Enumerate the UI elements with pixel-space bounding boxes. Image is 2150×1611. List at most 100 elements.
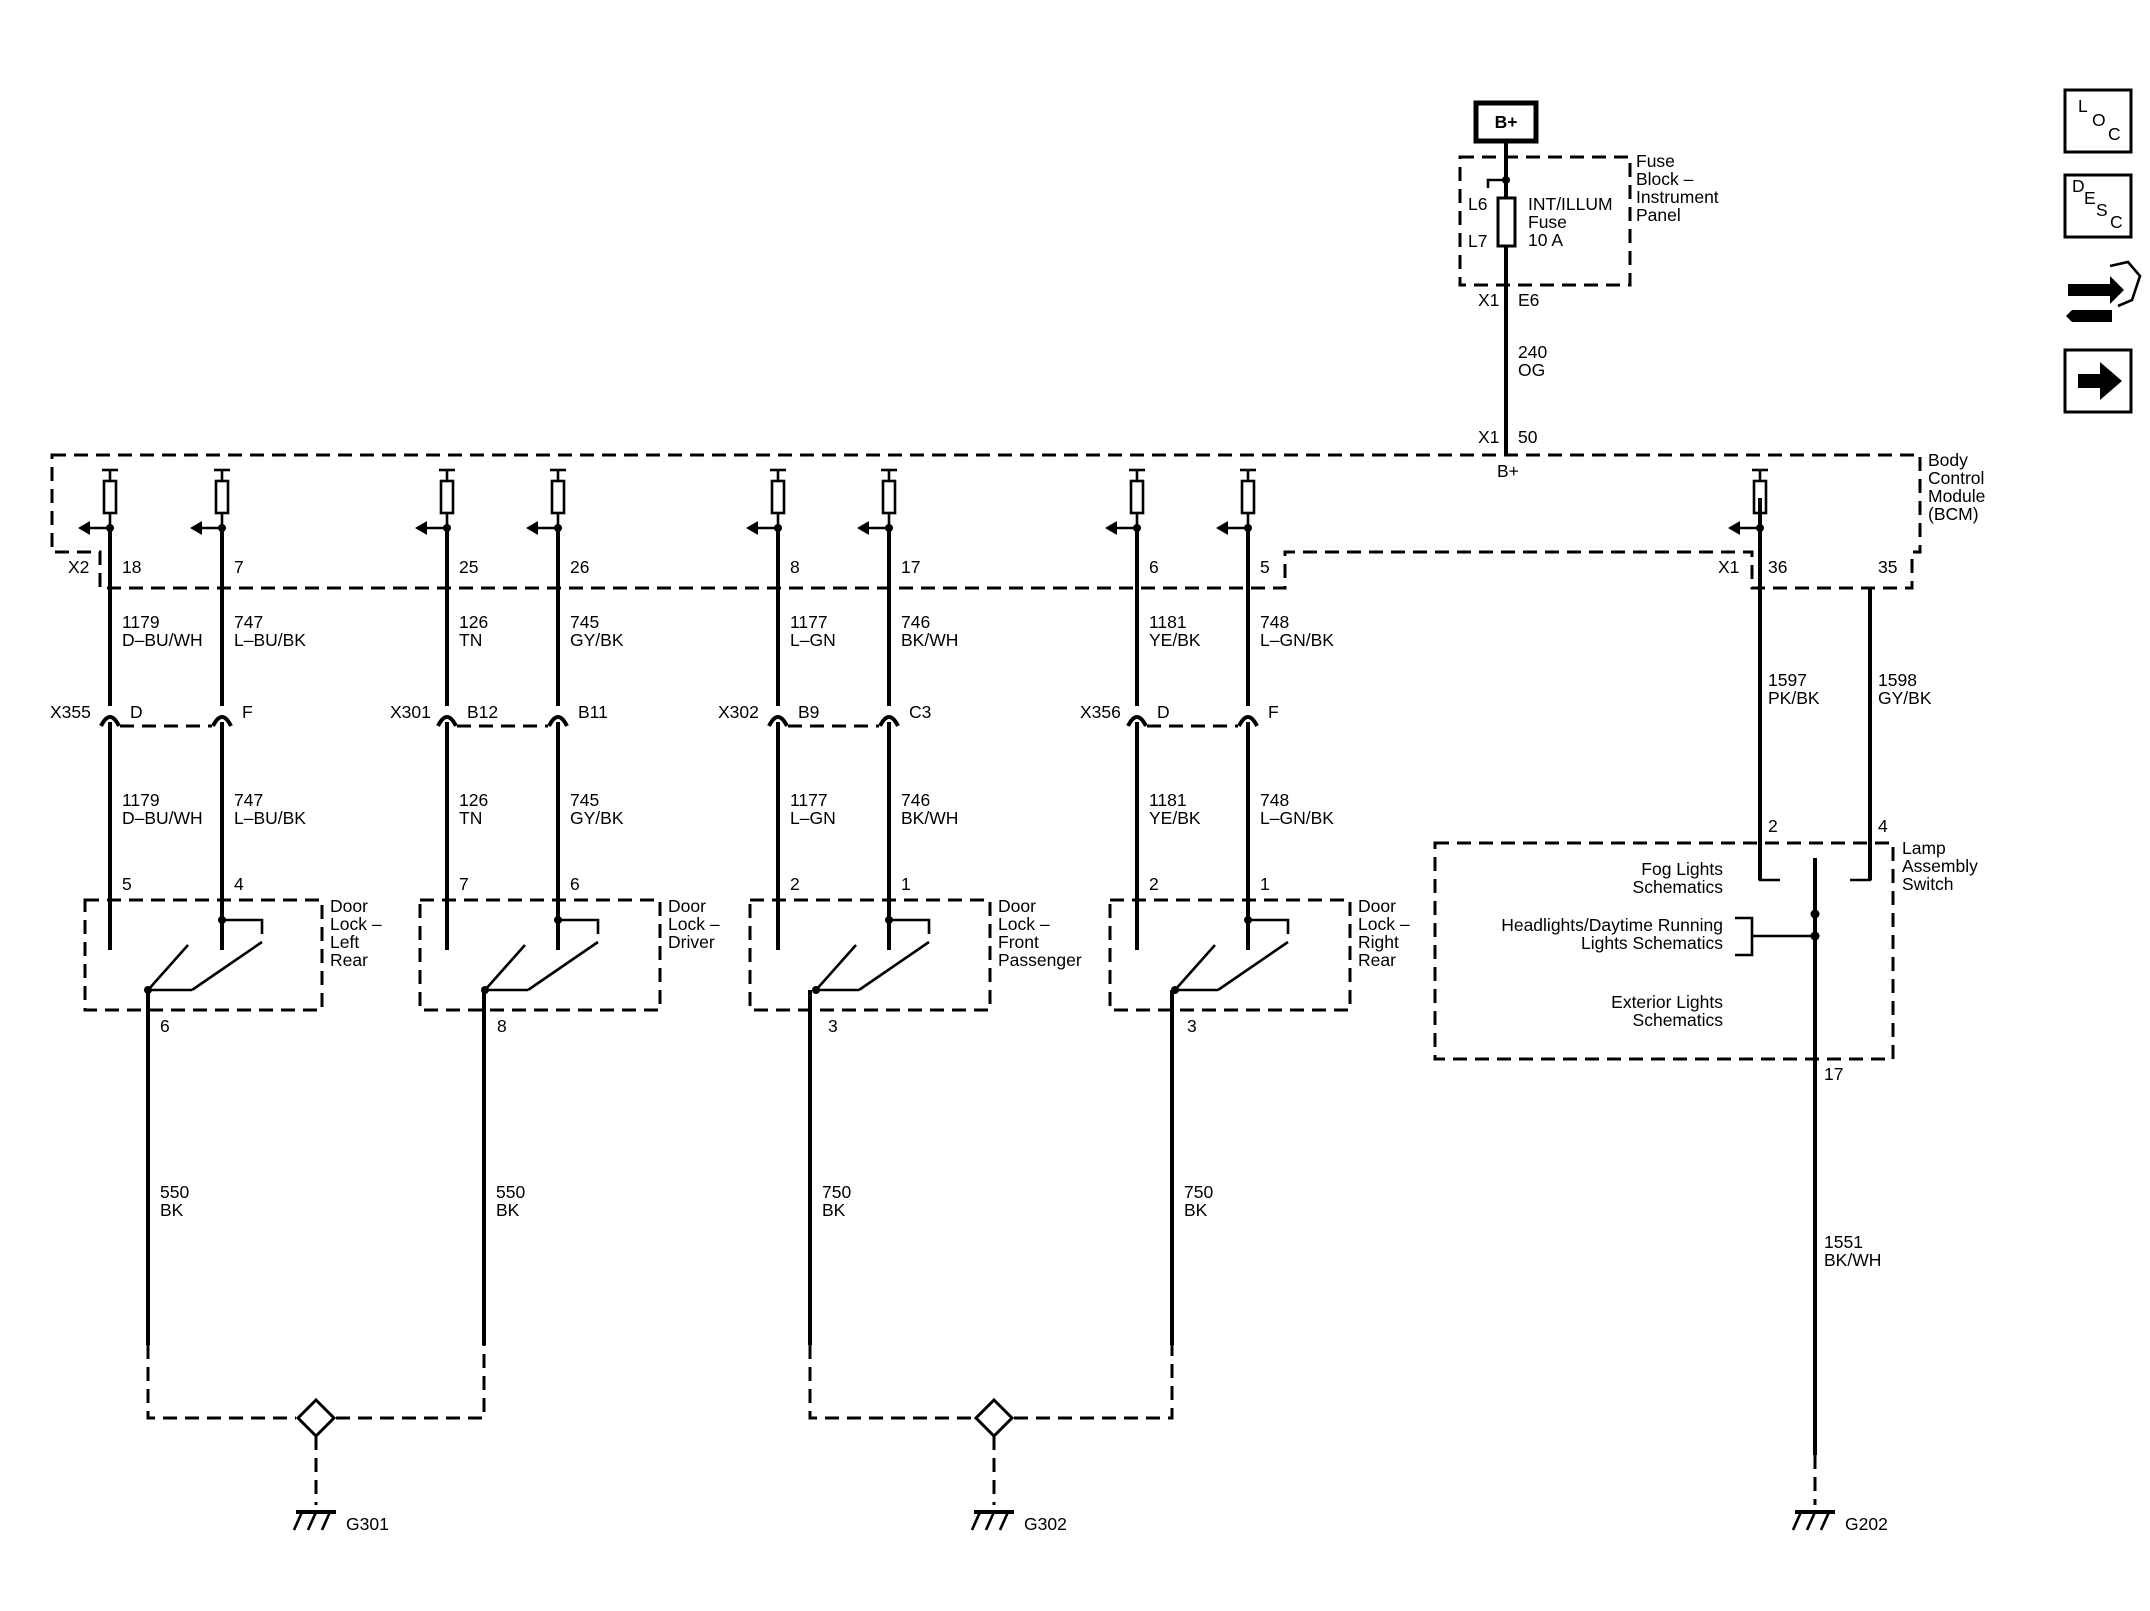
door-switch-label: Rear: [330, 950, 368, 970]
lamp-wire-1-bcm-pin: 36: [1768, 557, 1787, 577]
wire-circuit-upper: 745: [570, 612, 599, 632]
ground-label: G302: [1024, 1514, 1067, 1534]
door-switch-label: Door: [1358, 896, 1396, 916]
ground-splice: [808, 1345, 1174, 1505]
fuse-label-2: Fuse: [1528, 212, 1567, 232]
bcm-driver: [526, 468, 566, 535]
bcm-in-pin: 50: [1518, 427, 1538, 447]
bcm-bplus-label: B+: [1497, 461, 1519, 481]
bcm-pin-label: 7: [234, 557, 244, 577]
lamp-switch-label-2: Assembly: [1902, 856, 1978, 876]
ground-symbol-icon: G202: [1791, 1510, 1888, 1534]
wire-color-lower: L–BU/BK: [234, 808, 306, 828]
inline-pin-label: C3: [909, 702, 931, 722]
inline-pin-label: D: [1157, 702, 1170, 722]
ground-wire-circuit: 750: [822, 1182, 851, 1202]
door-switch-label: Left: [330, 932, 359, 952]
bcm-driver: [746, 468, 786, 535]
wire-color-lower: D–BU/WH: [122, 808, 203, 828]
description-button[interactable]: D E S C: [2063, 173, 2133, 239]
inline-pin-label: F: [242, 702, 253, 722]
inline-pin-label: B9: [798, 702, 819, 722]
ground-label: G202: [1845, 1514, 1888, 1534]
lamp-switch-label-3: Switch: [1902, 874, 1954, 894]
wire-color-upper: L–GN/BK: [1260, 630, 1334, 650]
exterior-ref-2: Schematics: [1633, 1010, 1724, 1030]
ground-splice: [146, 1345, 486, 1505]
inline-connector-x302: X302: [718, 702, 759, 722]
wire-color-upper: D–BU/WH: [122, 630, 203, 650]
lamp-wire-1-circuit: 1597: [1768, 670, 1807, 690]
wire-color-lower: YE/BK: [1149, 808, 1201, 828]
switch-pin-label: 6: [570, 874, 580, 894]
wire-color-lower: L–GN/BK: [1260, 808, 1334, 828]
fuse-label-3: 10 A: [1528, 230, 1563, 250]
fuse-icon: [1496, 196, 1517, 248]
inline-connector-x356: X356: [1080, 702, 1121, 722]
lamp-wire-2-color: GY/BK: [1878, 688, 1932, 708]
bcm-pin-label: 17: [901, 557, 920, 577]
wire-color-upper: L–BU/BK: [234, 630, 306, 650]
feed-wire-color: OG: [1518, 360, 1545, 380]
lamp-ground-wire-circuit: 1551: [1824, 1232, 1863, 1252]
bcm-pin-label: 6: [1149, 557, 1159, 577]
fog-ref-2: Schematics: [1633, 877, 1724, 897]
loc-letter-c: C: [2108, 124, 2121, 144]
lamp-wire-2-switch-pin: 4: [1878, 816, 1888, 836]
door-switch-label: Rear: [1358, 950, 1396, 970]
wire-color-lower: GY/BK: [570, 808, 624, 828]
wire-color-upper: TN: [459, 630, 482, 650]
wire-circuit-upper: 1179: [122, 612, 160, 632]
bcm-in-connector: X1: [1478, 427, 1499, 447]
bcm-pin-label: 26: [570, 557, 589, 577]
wire-circuit-lower: 1179: [122, 790, 160, 810]
bcm-pin-label: 8: [790, 557, 800, 577]
switch-pin-label: 2: [1149, 874, 1159, 894]
door-switch-label: Lock –: [1358, 914, 1410, 934]
wire-color-lower: L–GN: [790, 808, 836, 828]
wire-circuit-upper: 746: [901, 612, 930, 632]
ground-wire-color: BK: [822, 1200, 846, 1220]
inline-connector-x355: X355: [50, 702, 91, 722]
switch-pin-label: 2: [790, 874, 800, 894]
wire-color-lower: TN: [459, 808, 482, 828]
lamp-switch-ground-pin: 17: [1824, 1064, 1843, 1084]
bplus-source-label: B+: [1495, 112, 1518, 132]
wire-color-upper: BK/WH: [901, 630, 958, 650]
door-wire-group: 181179D–BU/WHD1179D–BU/WH57747L–BU/BKF74…: [99, 528, 1334, 950]
switch-pin-label: 5: [122, 874, 132, 894]
wire-color-lower: BK/WH: [901, 808, 958, 828]
wire-circuit-upper: 748: [1260, 612, 1289, 632]
arrow-right-icon[interactable]: [2063, 348, 2133, 414]
bcm-label-2: Control: [1928, 468, 1984, 488]
fuse-out-connector: X1: [1478, 290, 1499, 310]
wire-circuit-lower: 748: [1260, 790, 1289, 810]
bcm-driver: [857, 468, 897, 535]
switch-pin-label: 4: [234, 874, 244, 894]
connector-swap-icon[interactable]: [2066, 260, 2142, 322]
door-switch-label: Door: [330, 896, 368, 916]
fog-ref-1: Fog Lights: [1641, 859, 1723, 879]
ground-wire-color: BK: [496, 1200, 520, 1220]
bcm-driver: [78, 468, 118, 535]
fuse-block: L6 L7 INT/ILLUM Fuse 10 A Fuse Block – I…: [1458, 151, 1719, 310]
ground-symbol-icon: G302: [970, 1510, 1067, 1534]
switch-pin-label: 7: [459, 874, 469, 894]
door-switch-label: Door: [668, 896, 706, 916]
ground-wire-circuit: 750: [1184, 1182, 1213, 1202]
lamp-wire-2-bcm-pin: 35: [1878, 557, 1897, 577]
desc-letter-s: S: [2096, 200, 2108, 220]
bcm-driver: [1216, 468, 1256, 535]
door-switch-label: Driver: [668, 932, 715, 952]
location-button[interactable]: L O C: [2063, 88, 2133, 154]
fuse-out-pin: E6: [1518, 290, 1539, 310]
fuse-block-label-2: Block –: [1636, 169, 1694, 189]
bcm-label-4: (BCM): [1928, 504, 1979, 524]
door-switch-label: Door: [998, 896, 1036, 916]
